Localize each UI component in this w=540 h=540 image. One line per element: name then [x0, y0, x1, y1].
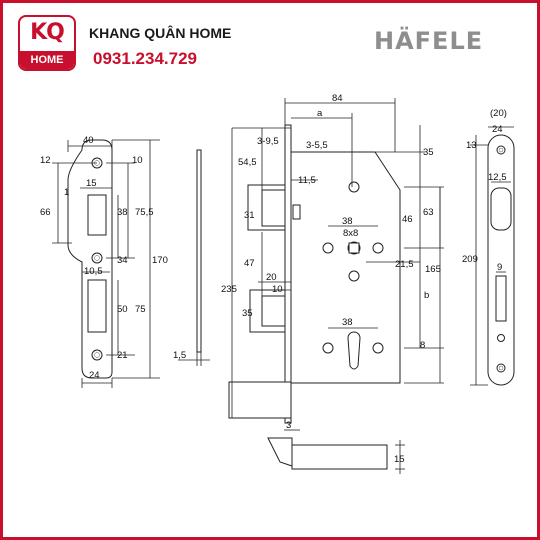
dim-spindle-size: 8x8	[343, 228, 358, 239]
header: KQ HOME KHANG QUÂN HOME 0931.234.729 HÄF…	[0, 0, 540, 80]
faceplate-dimension-lines: (20) 24 13 12,5 209 9	[462, 108, 514, 386]
dim-faceplate-top: 13	[466, 140, 477, 151]
dim-bolt-plate: 3	[286, 420, 291, 431]
edge-profile: 1,5	[173, 149, 210, 366]
dim-faceplate-bolt: 9	[497, 262, 502, 273]
dim-strike-total-height: 170	[152, 255, 168, 266]
dim-latch-depth: 11,5	[298, 175, 316, 186]
dim-faceplate-width: 24	[492, 124, 503, 135]
dim-strike-bolt-offset: 10,5	[84, 266, 103, 277]
logo-band: HOME	[20, 51, 74, 69]
bolt-side-view: 3 15	[267, 420, 405, 474]
dim-handle-pitch: 38	[342, 216, 353, 227]
dim-edge-thickness: 1,5	[173, 350, 186, 361]
strike-plate	[67, 139, 113, 379]
dim-top-hole: 35	[423, 147, 434, 158]
dim-cylinder-pitch: 38	[342, 317, 353, 328]
lock-case	[228, 124, 401, 424]
dim-latch-height: 31	[244, 210, 255, 221]
dim-strike-lower-pitch: 75	[135, 304, 146, 315]
dim-faceplate-height: 209	[462, 254, 478, 265]
dim-strike-slot-width: 15	[86, 178, 97, 189]
dim-strike-edge: 1	[64, 187, 69, 198]
hafele-logo: HÄFELE	[374, 27, 484, 55]
dim-strike-bottom-width: 24	[89, 370, 100, 381]
dim-total-height: 235	[221, 284, 237, 295]
strike-dimension-labels: 40 12 10 15 1 66 38 75,5 34 10,5 170 50 …	[40, 135, 168, 381]
dim-backset-a: a	[317, 108, 323, 119]
dim-strike-bolt-slot: 50	[117, 304, 128, 315]
faceplate	[487, 134, 515, 386]
dim-strike-top-offset: 12	[40, 155, 51, 166]
dim-faceplate-latch: 12,5	[488, 172, 507, 183]
phone-number: 0931.234.729	[93, 49, 197, 68]
dim-faceplate-optional: (20)	[490, 108, 507, 119]
dim-strike-hole-offset: 10	[132, 155, 143, 166]
dim-latch-offset: 54,5	[238, 157, 257, 168]
kq-home-logo: KQ HOME	[18, 15, 76, 71]
dim-strike-hole-pitch: 75,5	[135, 207, 154, 218]
dim-cylinder-hole: 8	[420, 340, 425, 351]
dim-case-depth: 84	[332, 93, 343, 104]
dim-strike-latch-height: 38	[117, 207, 128, 218]
dim-bolt-depth: 20	[266, 272, 277, 283]
dim-strike-gap: 34	[117, 255, 128, 266]
dim-mid-hole: 21,5	[395, 259, 414, 270]
dim-faceplate-offset: 3-9,5	[257, 136, 279, 147]
company-name: KHANG QUÂN HOME	[89, 25, 232, 41]
dim-bolt-offset: 47	[244, 258, 255, 269]
dim-bolt-thickness: 15	[394, 454, 405, 465]
lock-case-dimension-labels: 84 a 3-9,5 3-5,5 35 54,5 11,5 31 63 46 3…	[221, 93, 441, 351]
dim-spindle-offset: 46	[402, 214, 413, 225]
dim-case-height: 165	[425, 264, 441, 275]
dim-faceplate-thickness: 3-5,5	[306, 140, 328, 151]
dim-strike-bottom-offset: 21	[117, 350, 128, 361]
dim-bolt-height: 35	[242, 308, 253, 319]
strike-dimension-lines	[52, 139, 160, 388]
logo-mark: KQ	[30, 20, 65, 45]
dim-upper-hole-pitch: 63	[423, 207, 434, 218]
lock-case-dimension-lines	[229, 98, 444, 419]
dim-cylinder-distance-b: b	[424, 290, 429, 301]
dim-strike-notch-height: 66	[40, 207, 51, 218]
dim-strike-width: 40	[83, 135, 94, 146]
dim-bolt-throw: 10	[272, 284, 283, 295]
